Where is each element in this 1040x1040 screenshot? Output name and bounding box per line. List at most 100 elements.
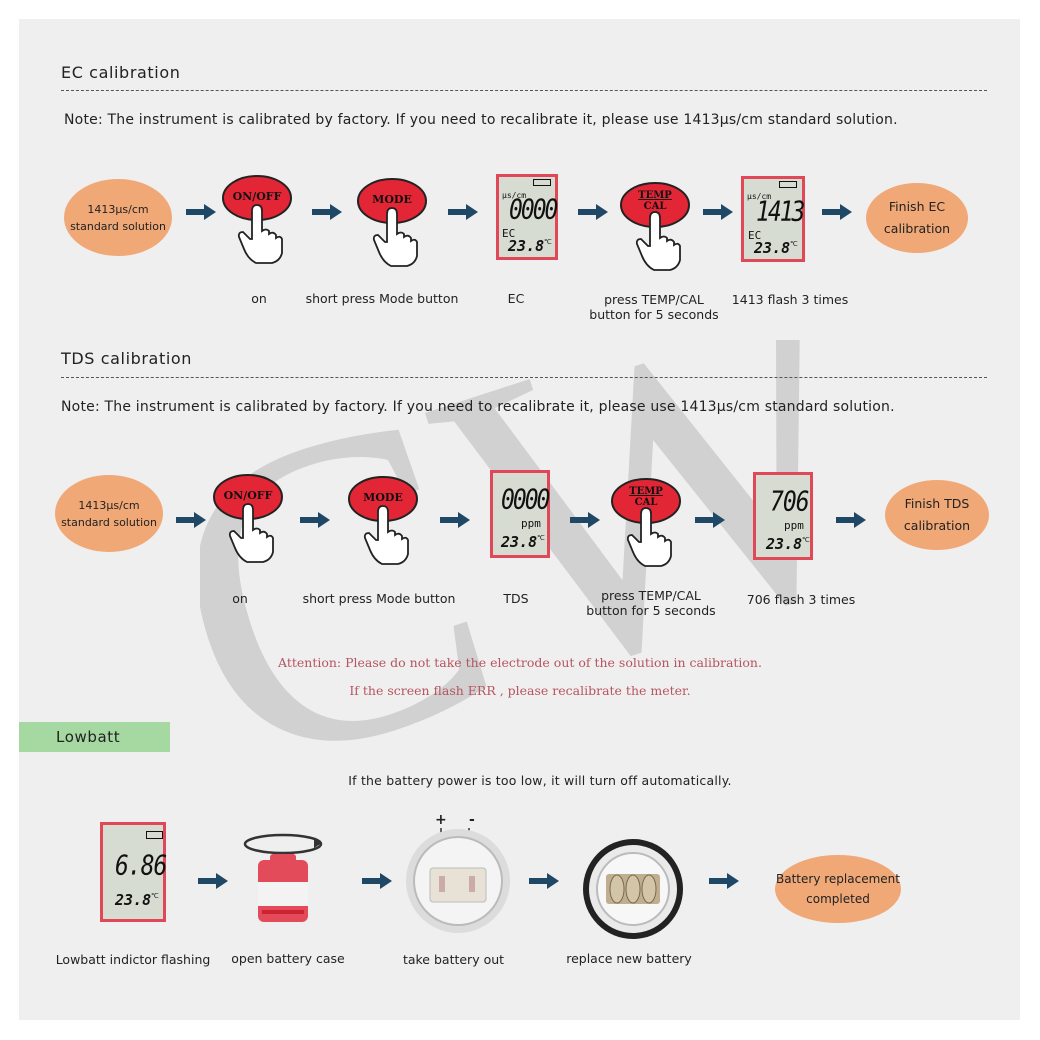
lcd-mode: EC bbox=[748, 229, 762, 242]
attention-line1: Attention: Please do not take the electr… bbox=[278, 655, 762, 670]
ec-mode-button: MODE bbox=[357, 176, 429, 271]
empty-battery-compartment-icon bbox=[406, 828, 510, 933]
ec-tempcal-label: TEMP CAL bbox=[620, 190, 690, 212]
arrow-icon bbox=[822, 204, 852, 220]
lcd-temp-unit: ℃ bbox=[537, 534, 545, 542]
tds-tempcal-button: TEMP CAL bbox=[611, 476, 683, 571]
battery-icon bbox=[533, 179, 551, 186]
caption-open-case: open battery case bbox=[231, 951, 345, 966]
ec-section-title: EC calibration bbox=[61, 63, 181, 82]
tds-section-title: TDS calibration bbox=[61, 349, 193, 368]
ec-finish-oval: Finish EC calibration bbox=[866, 183, 968, 253]
tds-onoff-label: ON/OFF bbox=[223, 489, 273, 502]
new-battery-compartment-icon bbox=[583, 839, 683, 939]
arrow-icon bbox=[529, 873, 559, 889]
lowbatt-note: If the battery power is too low, it will… bbox=[348, 773, 732, 788]
tds-caption-mode: TDS bbox=[503, 591, 529, 606]
tds-note: Note: The instrument is calibrated by fa… bbox=[61, 399, 895, 415]
ec-caption-mode: EC bbox=[507, 291, 525, 306]
lcd-mode: EC bbox=[502, 227, 516, 240]
ec-caption-press2: button for 5 seconds bbox=[589, 307, 719, 322]
lcd-temp-unit: ℃ bbox=[790, 240, 798, 248]
lcd-value: 0000 bbox=[509, 194, 558, 226]
battery-icon bbox=[779, 181, 797, 188]
battery-finish-oval: Battery replacement completed bbox=[775, 855, 901, 923]
lcd-value: 706 bbox=[770, 486, 810, 518]
tds-caption-short-press: short press Mode button bbox=[302, 591, 456, 606]
lcd-value: 1413 bbox=[756, 196, 805, 228]
lcd-temp: 23.8 bbox=[508, 237, 545, 255]
ec-tempcal-button: TEMP CAL bbox=[620, 180, 692, 275]
open-battery-case-icon bbox=[243, 833, 323, 922]
tds-caption-press2: button for 5 seconds bbox=[586, 603, 716, 618]
lowbatt-lcd: 6.86 23.8 ℃ bbox=[100, 822, 167, 922]
lcd-temp: 23.8 bbox=[766, 535, 803, 553]
lcd-unit: µs/cm bbox=[502, 191, 527, 200]
arrow-icon bbox=[448, 204, 478, 220]
caption-lowbatt-flashing: Lowbatt indictor flashing bbox=[55, 952, 211, 967]
tds-tempcal-label: TEMP CAL bbox=[611, 486, 681, 508]
lcd-unit: ppm bbox=[784, 519, 804, 532]
arrow-icon bbox=[198, 873, 228, 889]
lcd-temp: 23.8 bbox=[754, 239, 791, 257]
ec-onoff-label: ON/OFF bbox=[232, 190, 282, 203]
arrow-icon bbox=[300, 512, 330, 528]
lcd-unit: ppm bbox=[521, 517, 541, 530]
arrow-icon bbox=[578, 204, 608, 220]
ec-finish-line1: Finish EC bbox=[888, 199, 946, 214]
ec-onoff-button: ON/OFF bbox=[222, 173, 294, 268]
tds-solution-line1: 1413µs/cm bbox=[78, 498, 140, 512]
tds-temp-text: TEMP bbox=[629, 486, 663, 497]
lowbatt-tab: Lowbatt bbox=[19, 722, 170, 752]
arrow-icon bbox=[709, 873, 739, 889]
ec-lcd-1413: µs/cm 1413 EC 23.8 ℃ bbox=[741, 176, 805, 262]
attention-line2: If the screen flash ERR , please recalib… bbox=[349, 683, 691, 698]
arrow-icon bbox=[186, 204, 216, 220]
arrow-icon bbox=[570, 512, 600, 528]
battery-finish-line2: completed bbox=[806, 892, 870, 906]
tds-lcd-706: 706 ppm 23.8 ℃ bbox=[753, 472, 813, 560]
tds-mode-button: MODE bbox=[348, 474, 420, 569]
arrow-icon bbox=[362, 873, 392, 889]
ec-cal-text: CAL bbox=[643, 201, 667, 212]
battery-finish-line1: Battery replacement bbox=[776, 872, 900, 886]
tds-caption-flash: 706 flash 3 times bbox=[746, 592, 856, 607]
ec-caption-flash: 1413 flash 3 times bbox=[731, 292, 849, 307]
plus-sign: + bbox=[435, 812, 447, 828]
ec-temp-text: TEMP bbox=[638, 190, 672, 201]
tds-solution-oval: 1413µs/cm standard solution bbox=[55, 475, 163, 552]
ec-caption-on: on bbox=[251, 291, 267, 306]
ec-mode-label: MODE bbox=[372, 193, 412, 206]
lcd-unit: µs/cm bbox=[747, 192, 772, 201]
lcd-temp-unit: ℃ bbox=[544, 238, 552, 246]
tds-solution-line2: standard solution bbox=[61, 515, 157, 529]
tds-cal-text: CAL bbox=[634, 497, 658, 508]
tds-mode-label: MODE bbox=[363, 491, 403, 504]
tds-lcd-zero: 0000 ppm 23.8 ℃ bbox=[490, 470, 550, 558]
lcd-temp: 23.8 bbox=[115, 891, 152, 909]
ec-lcd-zero: µs/cm 0000 EC 23.8 ℃ bbox=[496, 174, 558, 260]
arrow-icon bbox=[440, 512, 470, 528]
arrow-icon bbox=[312, 204, 342, 220]
lcd-value: 6.86 bbox=[115, 850, 167, 882]
lcd-temp: 23.8 bbox=[501, 533, 538, 551]
ec-solution-line1: 1413µs/cm bbox=[87, 202, 149, 216]
ec-caption-short-press: short press Mode button bbox=[305, 291, 459, 306]
battery-low-icon bbox=[146, 831, 163, 839]
ec-caption-press1: press TEMP/CAL bbox=[604, 292, 704, 307]
caption-battery-out: take battery out bbox=[402, 952, 505, 967]
ec-divider bbox=[61, 90, 987, 91]
ec-note: Note: The instrument is calibrated by fa… bbox=[64, 112, 898, 128]
tds-caption-on: on bbox=[232, 591, 248, 606]
caption-replace-battery: replace new battery bbox=[566, 951, 692, 966]
tds-divider bbox=[61, 377, 987, 378]
lcd-temp-unit: ℃ bbox=[802, 536, 810, 544]
arrow-icon bbox=[836, 512, 866, 528]
lcd-temp-unit: ℃ bbox=[151, 892, 159, 900]
ec-finish-line2: calibration bbox=[883, 221, 951, 236]
minus-sign: - bbox=[469, 812, 475, 828]
tds-finish-line2: calibration bbox=[903, 518, 971, 533]
arrow-icon bbox=[703, 204, 733, 220]
